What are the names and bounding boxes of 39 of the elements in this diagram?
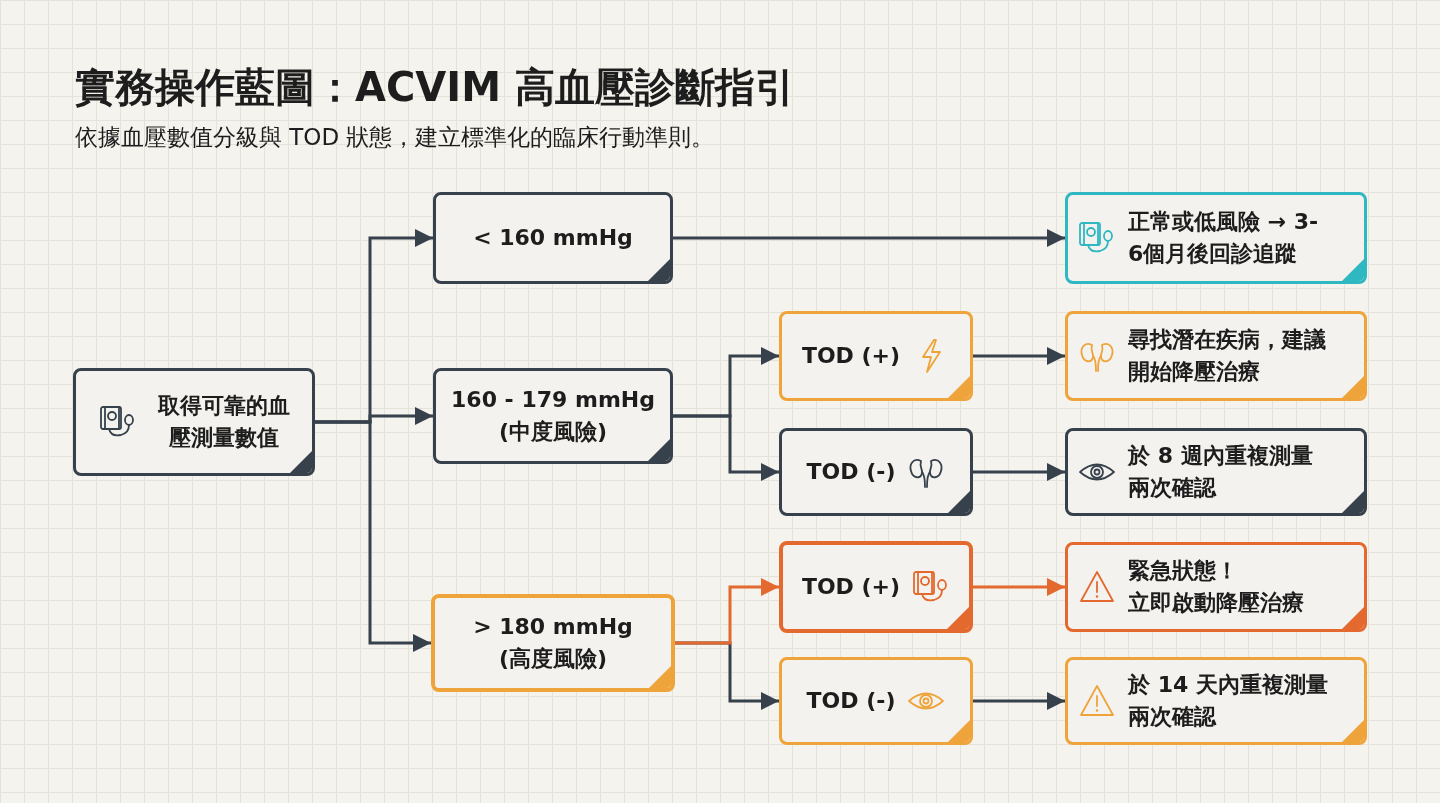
box-text: 正常或低風險 → 3-6個月後回診追蹤: [1128, 208, 1320, 268]
subtitle: 依據血壓數值分級與 TOD 狀態，建立標準化的臨床行動準則。: [75, 123, 715, 152]
box-text: 於 8 週內重複測量兩次確認: [1128, 442, 1314, 502]
box-text: TOD (+): [801, 573, 901, 601]
process-box: [1065, 657, 1367, 745]
box-text: TOD (+): [801, 342, 901, 370]
title: 實務操作藍圖：ACVIM 高血壓診斷指引: [75, 63, 795, 112]
process-box: [433, 368, 673, 464]
arrow: [973, 347, 1065, 365]
box-text: 160 - 179 mmHg: [451, 386, 655, 414]
arrow: [973, 578, 1065, 596]
process-box: [779, 428, 973, 516]
process-box: [1065, 311, 1367, 401]
arrow: [673, 229, 1065, 247]
process-box: [779, 657, 973, 745]
box-text: 緊急狀態！: [1128, 557, 1239, 585]
box-text: 立即啟動降壓治療: [1128, 589, 1305, 617]
box-text: (中度風險): [498, 418, 608, 446]
box-text: 尋找潛在疾病，建議開始降壓治療: [1128, 326, 1327, 386]
process-box: [779, 311, 973, 401]
arrow: [315, 420, 431, 652]
process-box: [1065, 192, 1367, 284]
arrow: [973, 692, 1065, 710]
box-text: (高度風險): [498, 645, 608, 673]
arrow: [673, 414, 779, 481]
box-text: TOD (-): [806, 458, 896, 486]
process-box: [779, 541, 973, 633]
box-text: TOD (-): [806, 687, 896, 715]
process-box: [73, 368, 315, 476]
arrow: [675, 578, 779, 645]
box-text: 取得可靠的血壓測量數值: [157, 392, 291, 452]
arrow: [973, 463, 1065, 481]
box-text: > 180 mmHg: [473, 613, 633, 641]
process-box: [1065, 428, 1367, 516]
process-box: [433, 192, 673, 284]
process-box: [1065, 542, 1367, 632]
process-box: [431, 594, 675, 692]
box-text: < 160 mmHg: [473, 224, 633, 252]
box-text: 於 14 天內重複測量兩次確認: [1128, 671, 1329, 731]
